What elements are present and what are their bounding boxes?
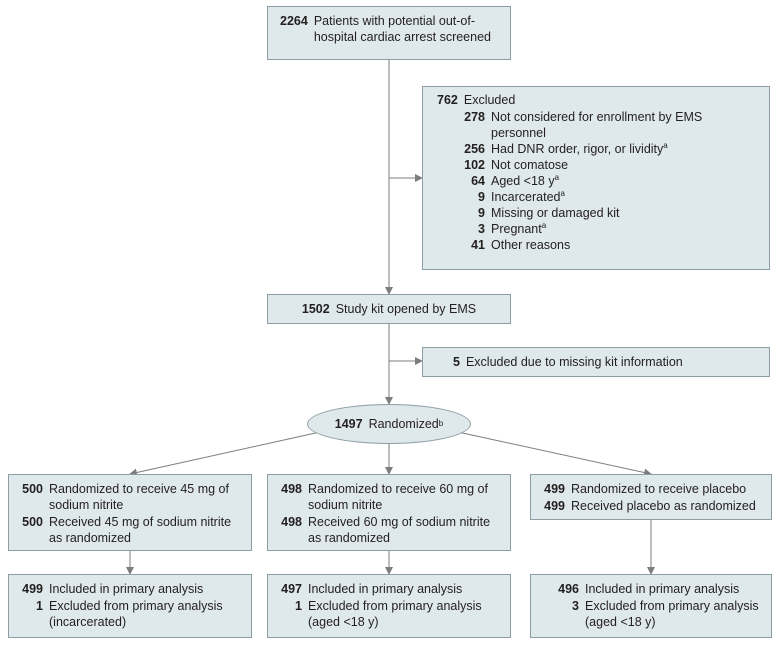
kit-opened-box: 1502 Study kit opened by EMS	[267, 294, 511, 324]
arm1-excluded-count: 1	[36, 599, 43, 613]
excluded-kit-box: 5 Excluded due to missing kit informatio…	[422, 347, 770, 377]
exclusion-reason-count: 64	[471, 174, 485, 188]
arm3-excluded-text: Excluded from primary analysis (aged <18…	[585, 599, 759, 629]
exclusion-reason-text: Other reasons	[491, 237, 759, 253]
arm1-included-text: Included in primary analysis	[49, 582, 204, 596]
screened-box: 2264 Patients with potential out-of-hosp…	[267, 6, 511, 60]
arm1-received-text: Received 45 mg of sodium nitrite as rand…	[49, 515, 232, 545]
exclusion-reason-count: 256	[464, 142, 485, 156]
exclusion-reason-count: 41	[471, 238, 485, 252]
randomized-text: Randomized	[368, 417, 439, 431]
arm1-included-count: 499	[22, 582, 43, 596]
exclusion-reason-row: 102 Not comatose	[437, 157, 759, 173]
screened-count: 2264	[280, 14, 308, 28]
exclusion-reason-label: Missing or damaged kit	[491, 206, 620, 220]
exclusion-reason-text: Not considered for enrollment by EMS per…	[491, 109, 759, 141]
exclusion-reason-label: Incarcerated	[491, 190, 561, 204]
excluded-initial-box: 762 Excluded 278 Not considered for enrol…	[422, 86, 770, 270]
kit-opened-count: 1502	[301, 302, 330, 316]
exclusion-reason-label: Pregnant	[491, 222, 542, 236]
arm1-excluded-text: Excluded from primary analysis (incarcer…	[49, 599, 223, 629]
excluded-initial-count: 762	[437, 93, 458, 107]
exclusion-reason-label: Not comatose	[491, 158, 569, 172]
exclusion-reason-row: 9 Incarcerateda	[437, 189, 759, 205]
exclusion-reason-label: Other reasons	[491, 238, 571, 252]
screened-text: Patients with potential out-of-hospital …	[313, 14, 491, 44]
arm2-randomized-count: 498	[281, 482, 302, 496]
exclusion-reason-count: 9	[478, 206, 485, 220]
arm3-included-text: Included in primary analysis	[585, 582, 740, 596]
exclusion-reason-label: Had DNR order, rigor, or lividity	[491, 142, 664, 156]
arm2-included-text: Included in primary analysis	[308, 582, 463, 596]
footnote-mark: a	[541, 220, 547, 230]
exclusion-reason-count: 3	[478, 222, 485, 236]
connector-randomized-to-arm3	[457, 431, 652, 477]
exclusion-reason-row: 64 Aged <18 ya	[437, 173, 759, 189]
arm2-received-text: Received 60 mg of sodium nitrite as rand…	[308, 515, 491, 545]
arm3-analysis-box: 496 Included in primary analysis 3 Exclude…	[530, 574, 772, 638]
arm2-randomized-text: Randomized to receive 60 mg of sodium ni…	[308, 482, 488, 512]
arm1-allocation-box: 500 Randomized to receive 45 mg of sodium…	[8, 474, 252, 551]
exclusion-reason-count: 102	[464, 158, 485, 172]
arm2-included-count: 497	[281, 582, 302, 596]
arm3-randomized-text: Randomized to receive placebo	[571, 482, 747, 496]
exclusion-reason-text: Aged <18 ya	[491, 173, 759, 189]
arm1-analysis-box: 499 Included in primary analysis 1 Exclude…	[8, 574, 252, 638]
exclusion-reason-row: 3 Pregnanta	[437, 221, 759, 237]
footnote-mark: a	[560, 188, 565, 198]
exclusion-reason-label: Aged <18 y	[491, 174, 555, 188]
footnote-mark: a	[663, 140, 668, 150]
exclusion-reason-row: 41 Other reasons	[437, 237, 759, 253]
exclusion-reason-row: 256 Had DNR order, rigor, or lividitya	[437, 141, 759, 157]
arm2-allocation-box: 498 Randomized to receive 60 mg of sodium…	[267, 474, 511, 551]
kit-opened-text: Study kit opened by EMS	[335, 302, 477, 316]
excluded-kit-text: Excluded due to missing kit information	[465, 355, 683, 369]
excluded-initial-label: Excluded	[463, 93, 516, 107]
exclusion-reasons-list: 278 Not considered for enrollment by EMS …	[437, 109, 759, 253]
exclusion-reason-label: Not considered for enrollment by EMS per…	[491, 110, 703, 140]
randomized-count: 1497	[334, 417, 363, 431]
exclusion-reason-text: Had DNR order, rigor, or lividitya	[491, 141, 759, 157]
connector-randomized-to-arm1	[129, 431, 321, 477]
arm2-excluded-count: 1	[295, 599, 302, 613]
exclusion-reason-row: 278 Not considered for enrollment by EMS …	[437, 109, 759, 141]
exclusion-reason-text: Pregnanta	[491, 221, 759, 237]
excluded-kit-count: 5	[453, 355, 460, 369]
arm3-received-count: 499	[544, 499, 565, 513]
arm3-randomized-count: 499	[544, 482, 565, 496]
exclusion-reason-text: Incarcerateda	[491, 189, 759, 205]
footnote-mark: a	[554, 172, 560, 182]
exclusion-reason-text: Not comatose	[491, 157, 759, 173]
exclusion-reason-count: 278	[464, 110, 485, 124]
arm3-excluded-count: 3	[572, 599, 579, 613]
arm3-included-count: 496	[558, 582, 579, 596]
arm1-randomized-count: 500	[22, 482, 43, 496]
arm1-randomized-text: Randomized to receive 45 mg of sodium ni…	[49, 482, 229, 512]
arm2-analysis-box: 497 Included in primary analysis 1 Exclude…	[267, 574, 511, 638]
exclusion-reason-row: 9 Missing or damaged kit	[437, 205, 759, 221]
arm2-excluded-text: Excluded from primary analysis (aged <18…	[308, 599, 482, 629]
exclusion-reason-text: Missing or damaged kit	[491, 205, 759, 221]
arm1-received-count: 500	[22, 515, 43, 529]
arm2-received-count: 498	[281, 515, 302, 529]
exclusion-reason-count: 9	[478, 190, 485, 204]
arm3-received-text: Received placebo as randomized	[571, 499, 756, 513]
